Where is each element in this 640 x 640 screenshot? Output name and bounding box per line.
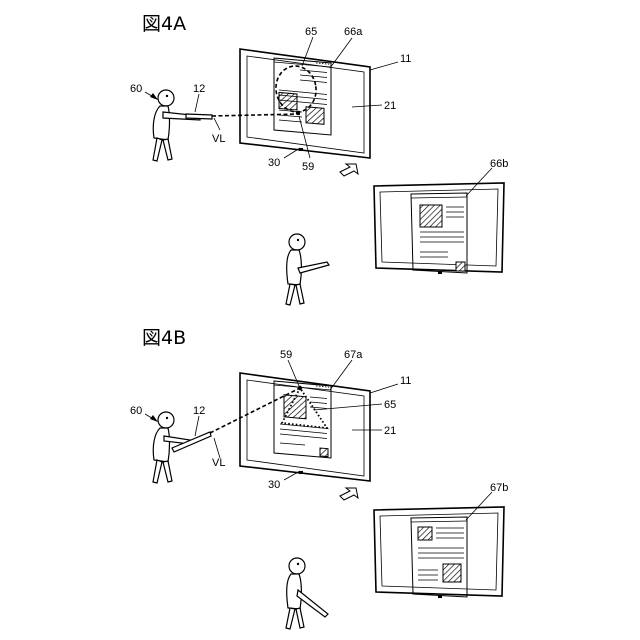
label-pointer: 12 bbox=[193, 405, 205, 417]
display-result: 67b bbox=[374, 482, 508, 598]
label-point: 59 bbox=[280, 349, 292, 361]
label-result: 67b bbox=[490, 482, 508, 494]
label-range: 65 bbox=[305, 26, 317, 38]
label-result: 66b bbox=[490, 158, 508, 170]
label-display: 11 bbox=[400, 53, 411, 65]
label-screen: 21 bbox=[384, 100, 396, 112]
transition-arrow-icon bbox=[340, 164, 358, 176]
point-59 bbox=[298, 386, 302, 390]
label-sensor: 30 bbox=[268, 157, 280, 169]
figure-4b: 図4B bbox=[130, 327, 508, 629]
label-range: 65 bbox=[384, 399, 396, 411]
label-user: 60 bbox=[130, 405, 142, 417]
label-point: 59 bbox=[302, 161, 314, 173]
figure-title: 図4A bbox=[142, 13, 186, 35]
label-target: 66a bbox=[344, 26, 363, 38]
label-sensor: 30 bbox=[268, 479, 280, 491]
label-virtual-line: VL bbox=[212, 133, 225, 145]
label-screen: 21 bbox=[384, 425, 396, 437]
user-figure-after bbox=[286, 234, 329, 305]
user-figure-after bbox=[286, 558, 328, 629]
label-target: 67a bbox=[344, 349, 363, 361]
user-figure bbox=[153, 412, 211, 483]
display-top bbox=[240, 49, 370, 158]
display-top bbox=[240, 373, 370, 481]
user-figure bbox=[153, 90, 212, 161]
transition-arrow-icon bbox=[340, 488, 358, 500]
label-pointer: 12 bbox=[193, 83, 205, 95]
point-59 bbox=[296, 111, 300, 115]
figure-4a: 図4A bbox=[130, 13, 508, 305]
label-virtual-line: VL bbox=[212, 457, 225, 469]
display-result: 66b bbox=[374, 158, 508, 274]
label-user: 60 bbox=[130, 83, 142, 95]
label-display: 11 bbox=[400, 375, 411, 387]
figure-title: 図4B bbox=[142, 327, 186, 349]
